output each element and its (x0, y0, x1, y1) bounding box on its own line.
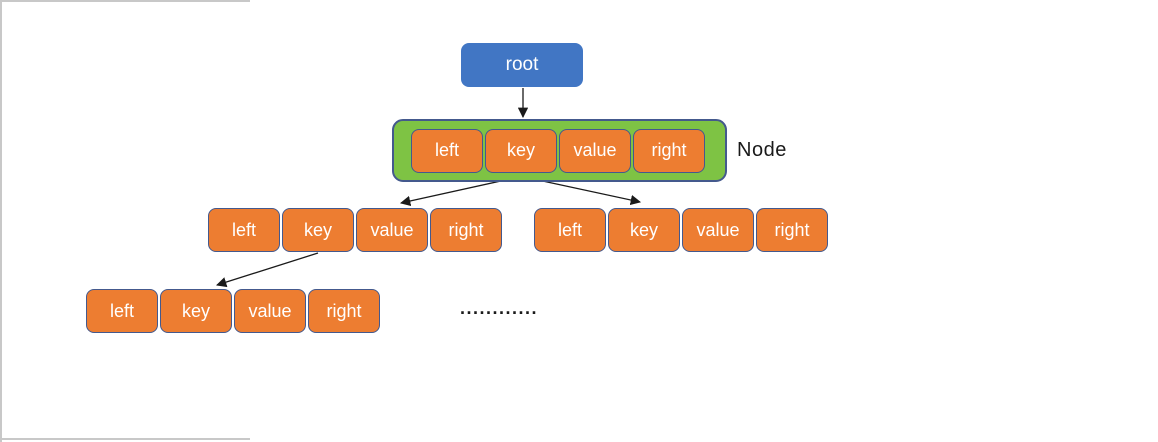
cell-key: key (608, 208, 680, 252)
left-child-cell-row: left key value right (208, 208, 502, 252)
cell-key: key (160, 289, 232, 333)
cell-right: right (633, 128, 705, 173)
cell-left: left (208, 208, 280, 252)
cell-key: key (282, 208, 354, 252)
cell-left: left (534, 208, 606, 252)
cell-right: right (430, 208, 502, 252)
node-annotation-label: Node (737, 139, 787, 161)
frame-top-line (0, 0, 250, 2)
node-structure-container: left key value right (392, 119, 727, 182)
grandchild-node-group: left key value right (86, 289, 380, 333)
continuation-dots: ............ (460, 298, 539, 318)
right-child-cell-row: left key value right (534, 208, 828, 252)
cell-key: key (485, 128, 557, 173)
right-child-node-group: left key value right (534, 208, 828, 252)
cell-value: value (682, 208, 754, 252)
node-main-cell-row: left key value right (411, 128, 705, 173)
cell-value: value (356, 208, 428, 252)
cell-right: right (756, 208, 828, 252)
cell-right: right (308, 289, 380, 333)
left-child-node-group: left key value right (208, 208, 502, 252)
cell-value: value (559, 128, 631, 173)
frame-bottom-line (0, 438, 250, 440)
grandchild-cell-row: left key value right (86, 289, 380, 333)
cell-left: left (411, 128, 483, 173)
cell-value: value (234, 289, 306, 333)
root-node-label: root (505, 54, 539, 75)
root-node-box: root (461, 43, 583, 87)
cell-left: left (86, 289, 158, 333)
frame-left-line (0, 0, 2, 442)
arrow-leftchild-to-grandchild (216, 252, 319, 288)
